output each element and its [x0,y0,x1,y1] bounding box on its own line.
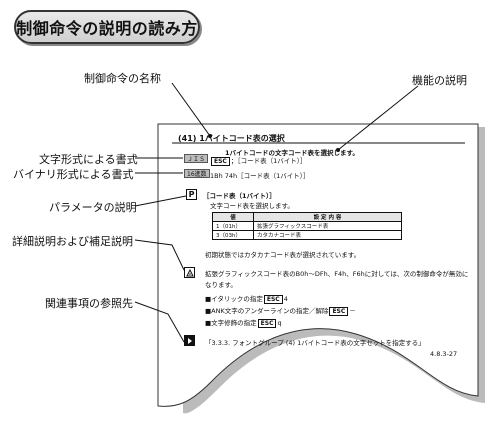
connector-dot [208,134,212,138]
char-format-tag: ＪＩＳ [184,154,209,163]
table-header-row: 値 設 定 内 容 [212,212,402,222]
label-char-format: 文字形式による書式 [39,153,138,166]
char-format-line: ESC；［コード表（1バイト）］ [210,155,306,166]
table-cell: 1（01h） [212,221,254,231]
reference-text: 「3.3.3. フォントグループ (4) 1バイトコード表の文字セットを指定する… [205,339,425,347]
label-detail-desc: 詳細説明および補足説明 [12,235,133,248]
section-heading-pill: 制御命令の説明の読み方 [14,10,200,44]
section-heading-text: 制御命令の説明の読み方 [16,19,198,38]
bullet-tail: q [277,319,282,327]
label-command-name: 制御命令の名称 [84,72,161,85]
bullet-tail: － [349,307,356,315]
page-title: (41) 1バイトコード表の選択 [178,134,285,143]
connector-detail [134,239,185,271]
esc-key: ESC [263,295,283,304]
table-cell: 3（03h） [212,230,254,240]
page-number: 4.8.3-27 [430,350,458,358]
bullet-text: ■文字修飾の指定 [205,319,257,327]
connector-function [337,85,419,151]
bullet-text: ■イタリックの指定 [205,295,263,303]
connector-reference [134,301,185,343]
table-cell: 拡張グラフィックスコード表 [253,221,402,231]
table-row: 1（01h） 拡張グラフィックスコード表 [212,221,402,231]
bullet-tail: 4 [283,295,288,303]
bullet-text: ■ANK文字のアンダーラインの指定／解除 [205,307,329,315]
connector-command-name [171,82,211,137]
paper-sheet [157,123,479,407]
char-format-text: ；［コード表（1バイト）］ [230,157,307,165]
esc-key: ESC [211,157,230,166]
label-binary-format: バイナリ形式による書式 [13,168,134,181]
param-title: ［コード表（1バイト）］ [203,192,276,200]
detail-line-1: 拡張グラフィックスコード表のB0h～DFh、F4h、F6hに対しては、次の制御命… [205,270,469,278]
init-state-text: 初期状態ではカタカナコード表が選択されています。 [205,251,361,259]
param-sub: 文字コード表を選択します。 [210,202,294,210]
esc-key: ESC [329,307,349,316]
page-subtitle: 1バイトコードの文字コード表を選択します。 [225,149,359,157]
binary-format-text: 1Bh 74h［コード表（1バイト）］ [210,172,310,180]
parameter-icon-glyph: P [188,190,195,199]
label-reference: 関連事項の参照先 [45,297,133,310]
connector-dot [336,148,340,152]
table-header: 値 [212,212,254,222]
label-function-desc: 機能の説明 [412,74,467,87]
reference-arrow-icon [187,337,192,344]
esc-key: ESC [257,319,277,328]
parameter-icon: P [186,189,197,200]
connector-param [134,195,187,207]
reference-icon [184,335,195,346]
detail-line-2: なります。 [205,281,237,289]
binary-format-tag: 16進数 [184,169,210,178]
label-param-desc: パラメータの説明 [49,201,137,214]
table-row: 3（03h） カタカナコード表 [212,230,402,240]
table-cell: カタカナコード表 [253,230,402,240]
param-table: 値 設 定 内 容 1（01h） 拡張グラフィックスコード表 3（03h） カタ… [212,212,402,240]
table-header: 設 定 内 容 [253,212,402,222]
detail-icon [184,267,195,278]
detail-icon-glyph [185,268,194,276]
